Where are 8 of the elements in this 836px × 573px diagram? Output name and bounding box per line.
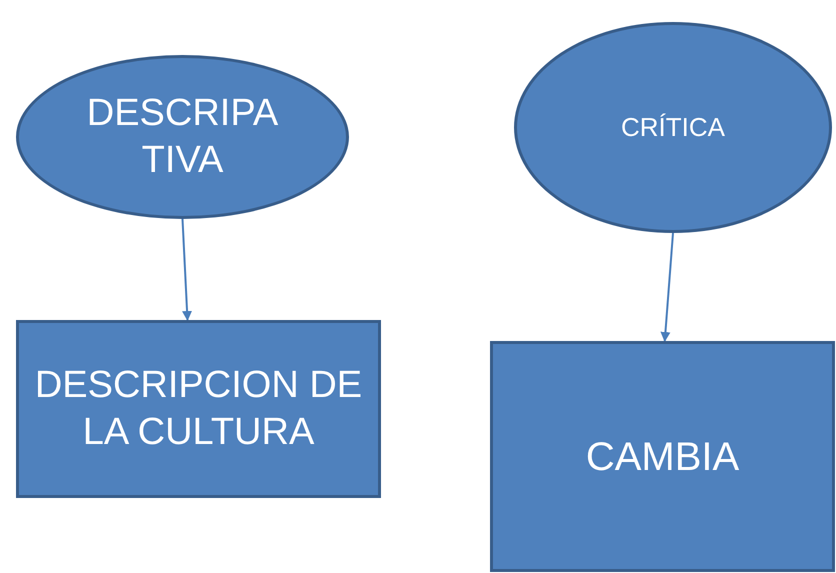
process-box xyxy=(16,320,381,498)
node-label: CRÍTICA xyxy=(621,111,725,144)
arrow xyxy=(182,218,192,321)
node-label: DESCRIPA TIVA xyxy=(86,90,280,183)
process-box xyxy=(490,341,835,572)
arrow xyxy=(660,232,674,342)
node-label: CAMBIA xyxy=(586,434,740,480)
node-label: DESCRIPCION DE LA CULTURA xyxy=(34,362,364,455)
